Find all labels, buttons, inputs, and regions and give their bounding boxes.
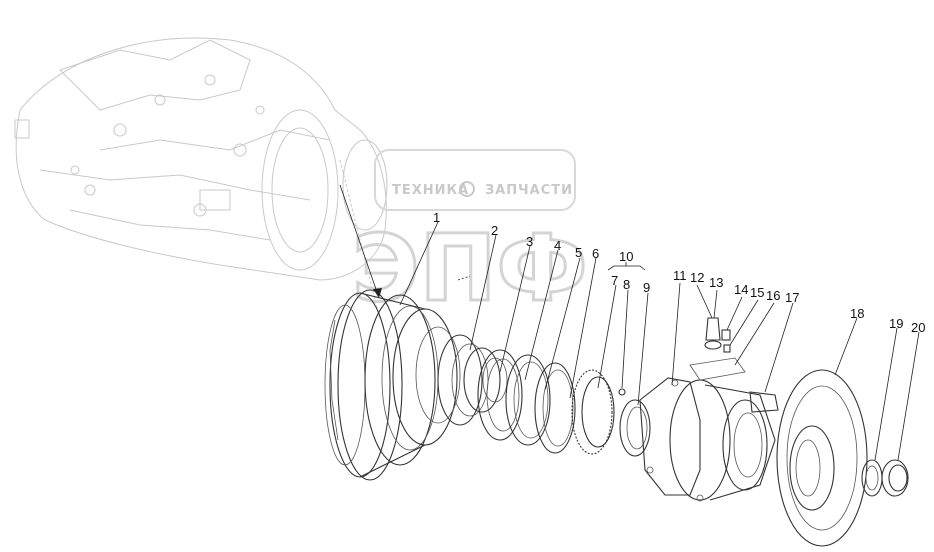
- callout-18: 18: [850, 306, 864, 321]
- gear-icon: [459, 181, 475, 197]
- parts-12-17-fittings: [689, 317, 779, 413]
- arrow-head-icon: [373, 288, 382, 298]
- callout-8: 8: [623, 277, 630, 292]
- callout-20: 20: [911, 320, 925, 335]
- leader-lines: [399, 221, 920, 461]
- callout-2: 2: [491, 223, 498, 238]
- callout-1: 1: [433, 210, 440, 225]
- assembly-arrow: [339, 184, 379, 296]
- callout-6: 6: [592, 246, 599, 261]
- part-19-washer: [861, 459, 883, 497]
- part-2-hub: [437, 334, 508, 426]
- callout-12: 12: [690, 270, 704, 285]
- watermark-right-word: ЗАПЧАСТИ: [485, 183, 573, 198]
- callout-4: 4: [554, 238, 561, 253]
- watermark-left-word: ТЕХНИКА: [392, 183, 469, 198]
- part-20-nut: [881, 459, 909, 497]
- callout-15: 15: [750, 285, 764, 300]
- watermark-logo: ЭПФ: [352, 215, 588, 322]
- callout-17: 17: [785, 290, 799, 305]
- part-7-gear: [571, 369, 615, 455]
- callout-14: 14: [734, 282, 748, 297]
- callout-7: 7: [611, 273, 618, 288]
- ghost-gearbox-housing: [14, 37, 388, 321]
- part-1-drum: [324, 289, 461, 481]
- callout-9: 9: [643, 280, 650, 295]
- callout-19: 19: [889, 316, 903, 331]
- callout-13: 13: [709, 275, 723, 290]
- callout-11: 11: [673, 268, 687, 283]
- part-11-housing: [639, 377, 776, 502]
- callout-3: 3: [526, 234, 533, 249]
- callout-16: 16: [766, 288, 780, 303]
- part-18-flange: [776, 369, 868, 547]
- part-8-pin: [618, 388, 626, 396]
- parts-3-6-rings: [477, 349, 576, 454]
- watermark: ТЕХНИКА ЗАПЧАСТИ ЭПФ: [351, 149, 589, 324]
- callout-10: 10: [619, 249, 633, 264]
- callout-5: 5: [575, 245, 582, 260]
- callout-labels: 1 2 3 4 5 6 7 8 9 10 11 12 13 14 15 16 1…: [433, 210, 925, 335]
- part-9-ring: [619, 399, 651, 457]
